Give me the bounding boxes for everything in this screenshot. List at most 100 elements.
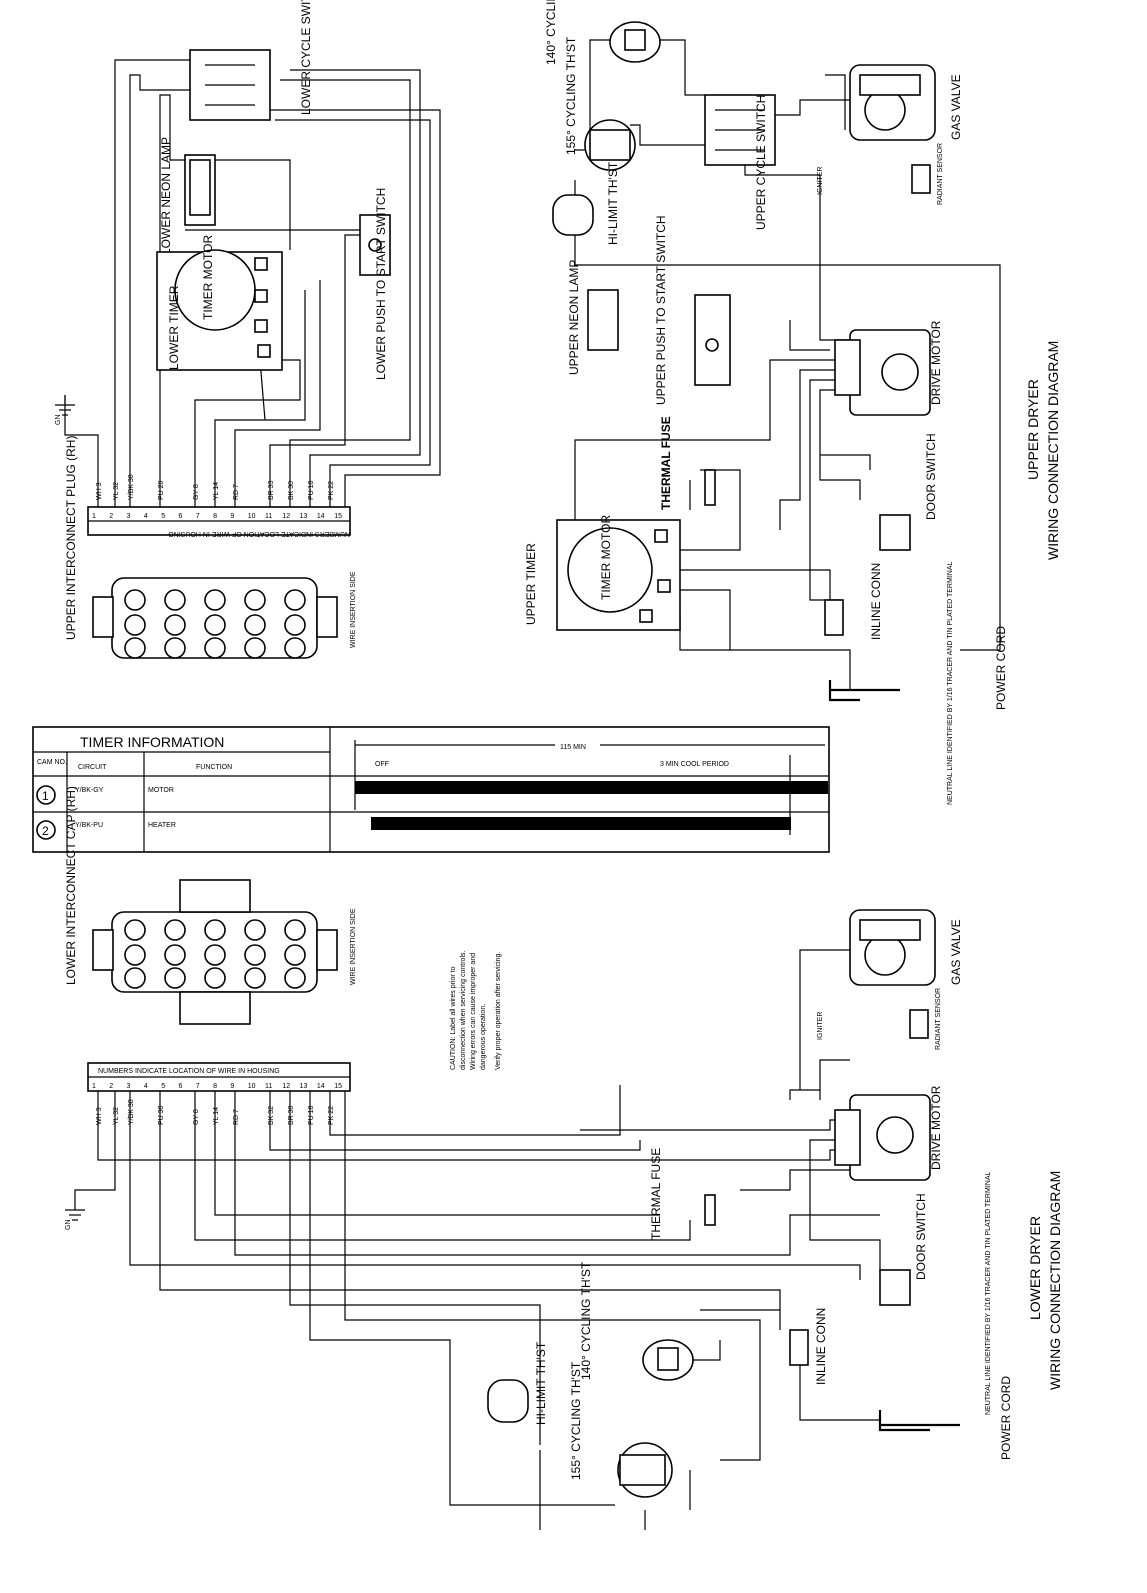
lower-door-switch-label: DOOR SWITCH	[914, 1193, 928, 1280]
upper-igniter-label: IGNITER	[817, 167, 824, 195]
upper-timer-label: UPPER TIMER	[524, 543, 538, 625]
housing-position-number: 15	[334, 1083, 342, 1090]
timer-cool-label: 3 MIN COOL PERIOD	[660, 761, 729, 768]
housing-position-number: 7	[196, 1083, 200, 1090]
upper-neon-lamp-label: UPPER NEON LAMP	[567, 260, 581, 375]
timer-duration: 115 MIN	[560, 744, 586, 751]
cam-1-number: 1	[42, 789, 49, 803]
cam-1-on-bar	[355, 781, 828, 794]
housing-position-number: 12	[282, 1083, 290, 1090]
housing-position-number: 2	[109, 513, 113, 520]
lower-radiant-sensor	[909, 1009, 929, 1039]
upper-inline-conn-label: INLINE CONN	[869, 563, 883, 640]
upper-neon-lamp	[587, 289, 619, 351]
lower-igniter-label: IGNITER	[817, 1012, 824, 1040]
lower-interconnect-cap	[92, 879, 338, 1025]
housing-position-number: 1	[92, 1083, 96, 1090]
wire-label: WH 3	[96, 482, 103, 500]
upper-plug-label: UPPER INTERCONNECT PLUG (RH)	[64, 436, 78, 640]
upper-radiant-sensor	[911, 164, 931, 194]
upper-timer	[556, 519, 681, 631]
lower-cycle-switch-label: LOWER CYCLE SWITCH	[299, 0, 313, 115]
lower-radiant-sensor-label: RADIANT SENSOR	[935, 988, 942, 1050]
wire-label: PU 18	[308, 1105, 315, 1125]
cam-2-on-bar	[371, 817, 791, 830]
upper-interconnect-plug	[92, 577, 338, 659]
lower-cycle-switch	[189, 49, 271, 121]
lower-hi-limit-label: HI-LIMIT TH'ST	[534, 1341, 548, 1425]
lower-155-cycling-thst	[617, 1442, 673, 1498]
housing-position-number: 12	[282, 513, 290, 520]
upper-140-label: 140° CYCLING TH'ST	[544, 0, 558, 65]
lower-155-label: 155° CYCLING TH'ST	[569, 1361, 583, 1480]
housing-position-number: 14	[317, 1083, 325, 1090]
lower-diagram-subtitle: WIRING CONNECTION DIAGRAM	[1047, 1171, 1063, 1390]
housing-position-number: 5	[161, 513, 165, 520]
housing-position-number: 13	[300, 513, 308, 520]
col-function: FUNCTION	[196, 764, 232, 771]
housing-position-number: 15	[334, 513, 342, 520]
housing-position-number: 3	[127, 513, 131, 520]
lower-thermal-fuse-label: THERMAL FUSE	[649, 1148, 663, 1240]
upper-cycle-switch	[704, 94, 776, 166]
upper-gas-valve-label: GAS VALVE	[949, 74, 963, 140]
wire-label: YL 32	[113, 482, 120, 500]
wire-label: WH 3	[96, 1107, 103, 1125]
cam-2-function: HEATER	[148, 822, 176, 829]
svg-text:Wiring errors can cause improp: Wiring errors can cause improper and	[470, 953, 477, 1070]
lower-push-to-start-label: LOWER PUSH TO START SWITCH	[374, 188, 388, 380]
upper-155-cycling-thst	[584, 119, 636, 171]
ground-symbol-lower-left	[65, 1200, 85, 1221]
housing-position-number: 4	[144, 513, 148, 520]
upper-gas-valve	[849, 64, 936, 141]
upper-diagram-subtitle: WIRING CONNECTION DIAGRAM	[1045, 341, 1061, 560]
lower-140-label: 140° CYCLING TH'ST	[579, 1261, 593, 1380]
lower-neon-lamp	[184, 154, 216, 226]
upper-hi-limit-label: HI-LIMIT TH'ST	[606, 161, 620, 245]
svg-text:NEUTRAL LINE IDENTIFIED BY 1/1: NEUTRAL LINE IDENTIFIED BY 1/16 TRACER A…	[947, 562, 954, 805]
col-circuit: CIRCUIT	[78, 764, 107, 771]
upper-door-switch-label: DOOR SWITCH	[924, 433, 938, 520]
wire-label: BR 30	[288, 1105, 295, 1125]
lower-timer	[156, 249, 283, 371]
upper-power-cord-label: POWER CORD	[994, 626, 1008, 710]
timer-off-label: OFF	[375, 761, 389, 768]
lower-drive-motor-label: DRIVE MOTOR	[929, 1085, 943, 1170]
lower-hi-limit-thst	[487, 1379, 529, 1423]
upper-drive-motor-label: DRIVE MOTOR	[929, 320, 943, 405]
upper-neutral-note: NEUTRAL LINE IDENTIFIED BY 1/16 TRACER A…	[947, 562, 954, 805]
col-cam: CAM NO.	[37, 759, 67, 766]
timer-info-title: TIMER INFORMATION	[80, 734, 224, 750]
housing-position-number: 8	[213, 513, 217, 520]
upper-push-to-start-label: UPPER PUSH TO START SWITCH	[654, 215, 668, 405]
lower-inline-conn-label: INLINE CONN	[814, 1308, 828, 1385]
cam-1-function: MOTOR	[148, 787, 174, 794]
upper-drive-motor	[834, 329, 931, 416]
housing-position-number: 3	[127, 1083, 131, 1090]
lower-gas-valve	[849, 909, 936, 986]
housing-position-number: 11	[265, 513, 272, 520]
wire-label: PU 20	[158, 480, 165, 500]
cam-1-circuit: Y/BK-GY	[75, 787, 104, 794]
housing-position-number: 10	[248, 513, 256, 520]
lower-cap-label: LOWER INTERCONNECT CAP (RH)	[64, 786, 78, 985]
lower-inline-conn	[789, 1329, 809, 1366]
housing-position-number: 6	[179, 1083, 183, 1090]
lower-housing-note: NUMBERS INDICATE LOCATION OF WIRE IN HOU…	[98, 1068, 280, 1075]
lower-140-cycling-thst	[642, 1339, 694, 1381]
housing-position-number: 2	[109, 1083, 113, 1090]
lower-timer-label: LOWER TIMER	[167, 285, 181, 370]
wire-label: GY 8	[193, 484, 200, 500]
wire-label: YL 32	[113, 1107, 120, 1125]
svg-text:CAUTION: Label all wires prior: CAUTION: Label all wires prior to	[450, 966, 457, 1070]
lower-power-cord-label: POWER CORD	[999, 1376, 1013, 1460]
housing-position-number: 9	[230, 513, 234, 520]
wire-label: PU 30	[158, 1105, 165, 1125]
wire-label: BK 32	[268, 1106, 275, 1125]
housing-position-number: 7	[196, 513, 200, 520]
wire-label: GY 8	[193, 1109, 200, 1125]
cam-2-circuit: Y/BK-PU	[75, 822, 103, 829]
housing-position-number: 10	[248, 1083, 256, 1090]
